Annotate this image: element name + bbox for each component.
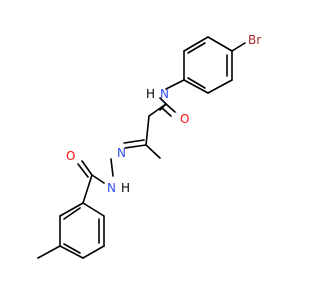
background [0, 0, 300, 300]
bond [123, 139, 145, 144]
bromine-atom-label: Br [248, 33, 261, 47]
bond [63, 207, 81, 220]
bond [231, 42, 246, 52]
bond [145, 115, 150, 146]
nitrogen-atom-label: N [160, 87, 169, 101]
nitrogen-atom-label: N [117, 146, 126, 160]
bond [82, 174, 93, 204]
bond [124, 144, 147, 149]
hydrogen-atom-label: H [121, 181, 130, 195]
bond [148, 103, 167, 117]
bond [63, 243, 81, 254]
bond [59, 202, 84, 217]
bond [187, 77, 206, 89]
bond [165, 103, 176, 113]
molecule-diagram: Br N H O N N H O [0, 0, 300, 300]
bond [37, 245, 61, 259]
bond [183, 79, 209, 94]
bond [207, 79, 233, 94]
oxygen-atom-label: O [180, 112, 189, 126]
bond [159, 97, 167, 105]
atom-labels: Br N H O N N H O [66, 33, 261, 195]
bonds [37, 36, 246, 259]
bond [77, 163, 89, 178]
nitrogen-atom-label: N [107, 181, 116, 195]
bond [110, 158, 114, 177]
bond [81, 160, 93, 176]
bond [59, 245, 84, 259]
bond [82, 245, 105, 259]
oxygen-atom-label: O [66, 149, 75, 163]
bond [91, 174, 105, 184]
bond [183, 36, 209, 52]
bond [161, 107, 172, 117]
bond [207, 36, 233, 52]
bond [145, 144, 161, 159]
bond [187, 42, 206, 54]
hydrogen-atom-label: H [146, 87, 155, 101]
bond [82, 202, 105, 217]
molecule-canvas: Br N H O N N H O [0, 0, 300, 300]
bond [165, 79, 185, 90]
